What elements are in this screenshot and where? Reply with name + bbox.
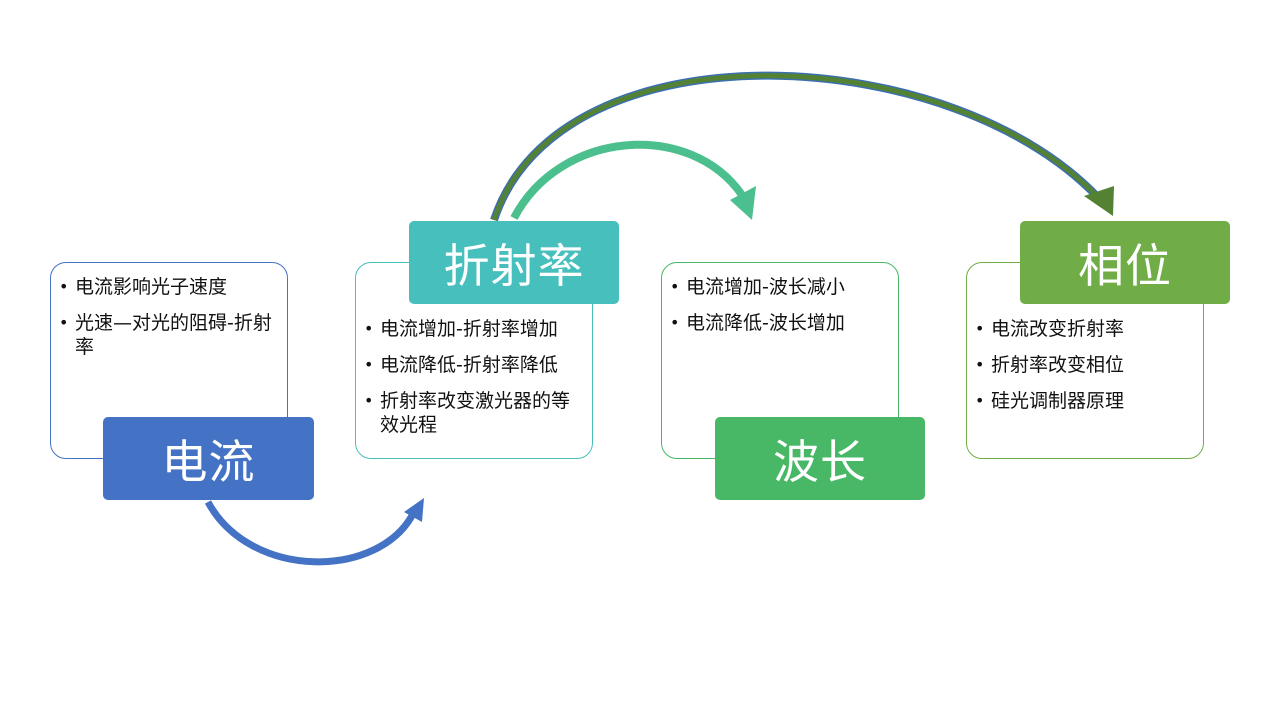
arrowhead-index — [404, 498, 424, 522]
bullet-item: 硅光调制器原理 — [973, 389, 1195, 413]
arc-arrow-index-to-wave — [510, 140, 746, 220]
arc-arrow-index-to-phase-overlay — [491, 73, 1107, 221]
arrowhead-wave — [730, 186, 756, 220]
bullet-list-current: 电流影响光子速度 光速—对光的阻碍-折射率 — [57, 275, 279, 371]
bullet-list-wave: 电流增加-波长减小 电流降低-波长增加 — [668, 275, 890, 347]
arc-arrow-current-to-index — [204, 500, 418, 566]
bullet-item: 折射率改变激光器的等效光程 — [362, 389, 584, 437]
bullet-item: 光速—对光的阻碍-折射率 — [57, 311, 279, 359]
bullet-item: 折射率改变相位 — [973, 353, 1195, 377]
bullet-item: 电流降低-折射率降低 — [362, 353, 584, 377]
bullet-item: 电流增加-折射率增加 — [362, 317, 584, 341]
stage-title-refractive-index: 折射率 — [409, 221, 619, 304]
stage-title-current: 电流 — [103, 417, 314, 500]
bullet-item: 电流增加-波长减小 — [668, 275, 890, 299]
arrowhead-phase — [1084, 186, 1114, 216]
bullet-item: 电流降低-波长增加 — [668, 311, 890, 335]
bullet-item: 电流改变折射率 — [973, 317, 1195, 341]
stage-title-wavelength: 波长 — [715, 417, 925, 500]
stage-title-phase: 相位 — [1020, 221, 1230, 304]
bullet-list-phase: 电流改变折射率 折射率改变相位 硅光调制器原理 — [973, 317, 1195, 425]
bullet-item: 电流影响光子速度 — [57, 275, 279, 299]
bullet-list-index: 电流增加-折射率增加 电流降低-折射率降低 折射率改变激光器的等效光程 — [362, 317, 584, 449]
arc-arrow-index-to-phase — [490, 71, 1109, 222]
